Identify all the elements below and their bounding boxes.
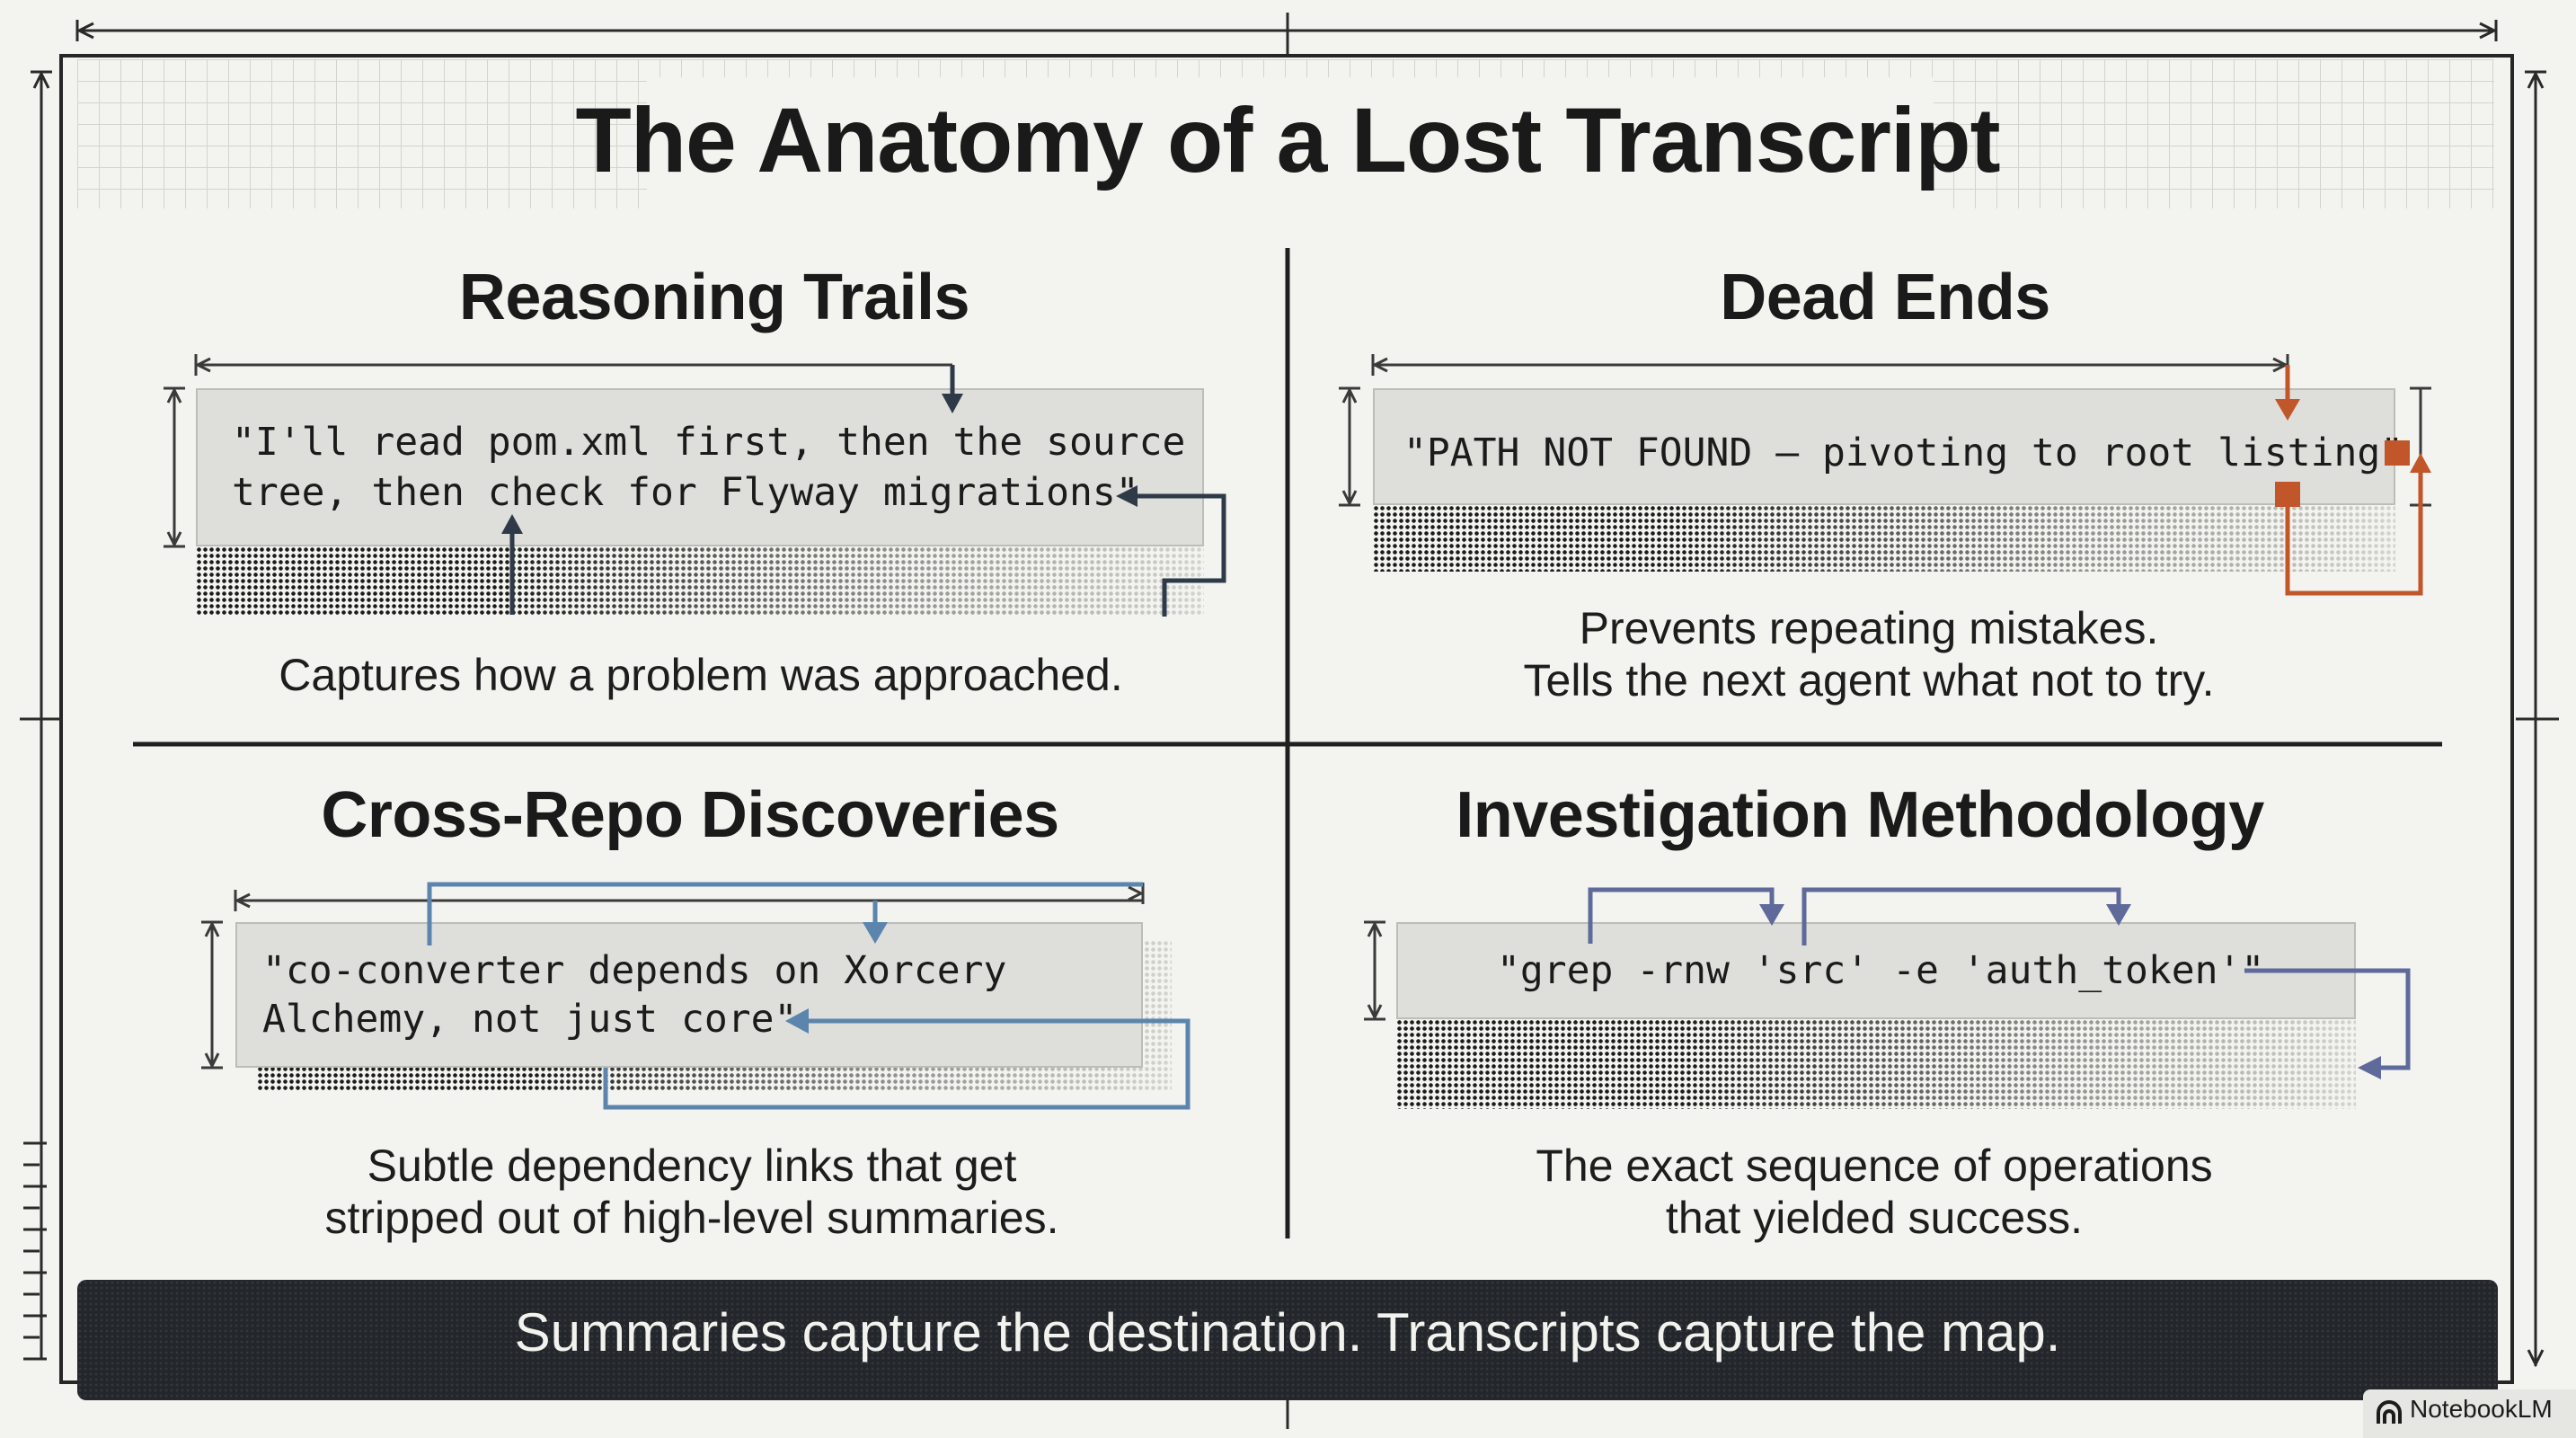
code-card bbox=[196, 388, 1204, 546]
page-title: The Anatomy of a Lost Transcript bbox=[575, 89, 2000, 191]
code-line: Alchemy, not just core" bbox=[262, 997, 798, 1042]
shadow-pattern bbox=[196, 546, 1204, 615]
code-card bbox=[235, 922, 1143, 1068]
code-line: tree, then check for Flyway migrations" bbox=[232, 470, 1139, 515]
code-line: "grep -rnw 'src' -e 'auth_token'" bbox=[1497, 948, 2265, 993]
section-caption: The exact sequence of operations bbox=[1536, 1141, 2213, 1191]
shadow-pattern bbox=[1396, 1019, 2356, 1109]
shadow-pattern bbox=[1373, 505, 2395, 572]
code-card bbox=[1373, 388, 2395, 505]
notebooklm-logo-icon bbox=[2377, 1400, 2402, 1424]
code-line: "PATH NOT FOUND — pivoting to root listi… bbox=[1403, 431, 2404, 475]
code-line: "co-converter depends on Xorcery bbox=[262, 948, 1007, 993]
footer-text: Summaries capture the destination. Trans… bbox=[514, 1302, 2061, 1363]
code-line: "I'll read pom.xml first, then the sourc… bbox=[232, 420, 1186, 465]
footer-banner bbox=[77, 1280, 2498, 1400]
section-caption: that yielded success. bbox=[1665, 1193, 2084, 1243]
section-caption: stripped out of high-level summaries. bbox=[324, 1193, 1059, 1243]
title-backdrop bbox=[647, 77, 1934, 209]
section-caption: Prevents repeating mistakes. bbox=[1579, 603, 2159, 653]
badge-label: NotebookLM bbox=[2410, 1395, 2553, 1423]
section-caption: Captures how a problem was approached. bbox=[279, 650, 1123, 700]
section-caption: Tells the next agent what not to try. bbox=[1523, 655, 2215, 706]
code-card bbox=[1396, 922, 2356, 1019]
section-heading: Dead Ends bbox=[1720, 262, 2050, 333]
section-heading: Investigation Methodology bbox=[1456, 779, 2264, 851]
section-heading: Cross-Repo Discoveries bbox=[321, 779, 1059, 851]
section-heading: Reasoning Trails bbox=[458, 262, 970, 333]
section-caption: Subtle dependency links that get bbox=[367, 1141, 1017, 1191]
